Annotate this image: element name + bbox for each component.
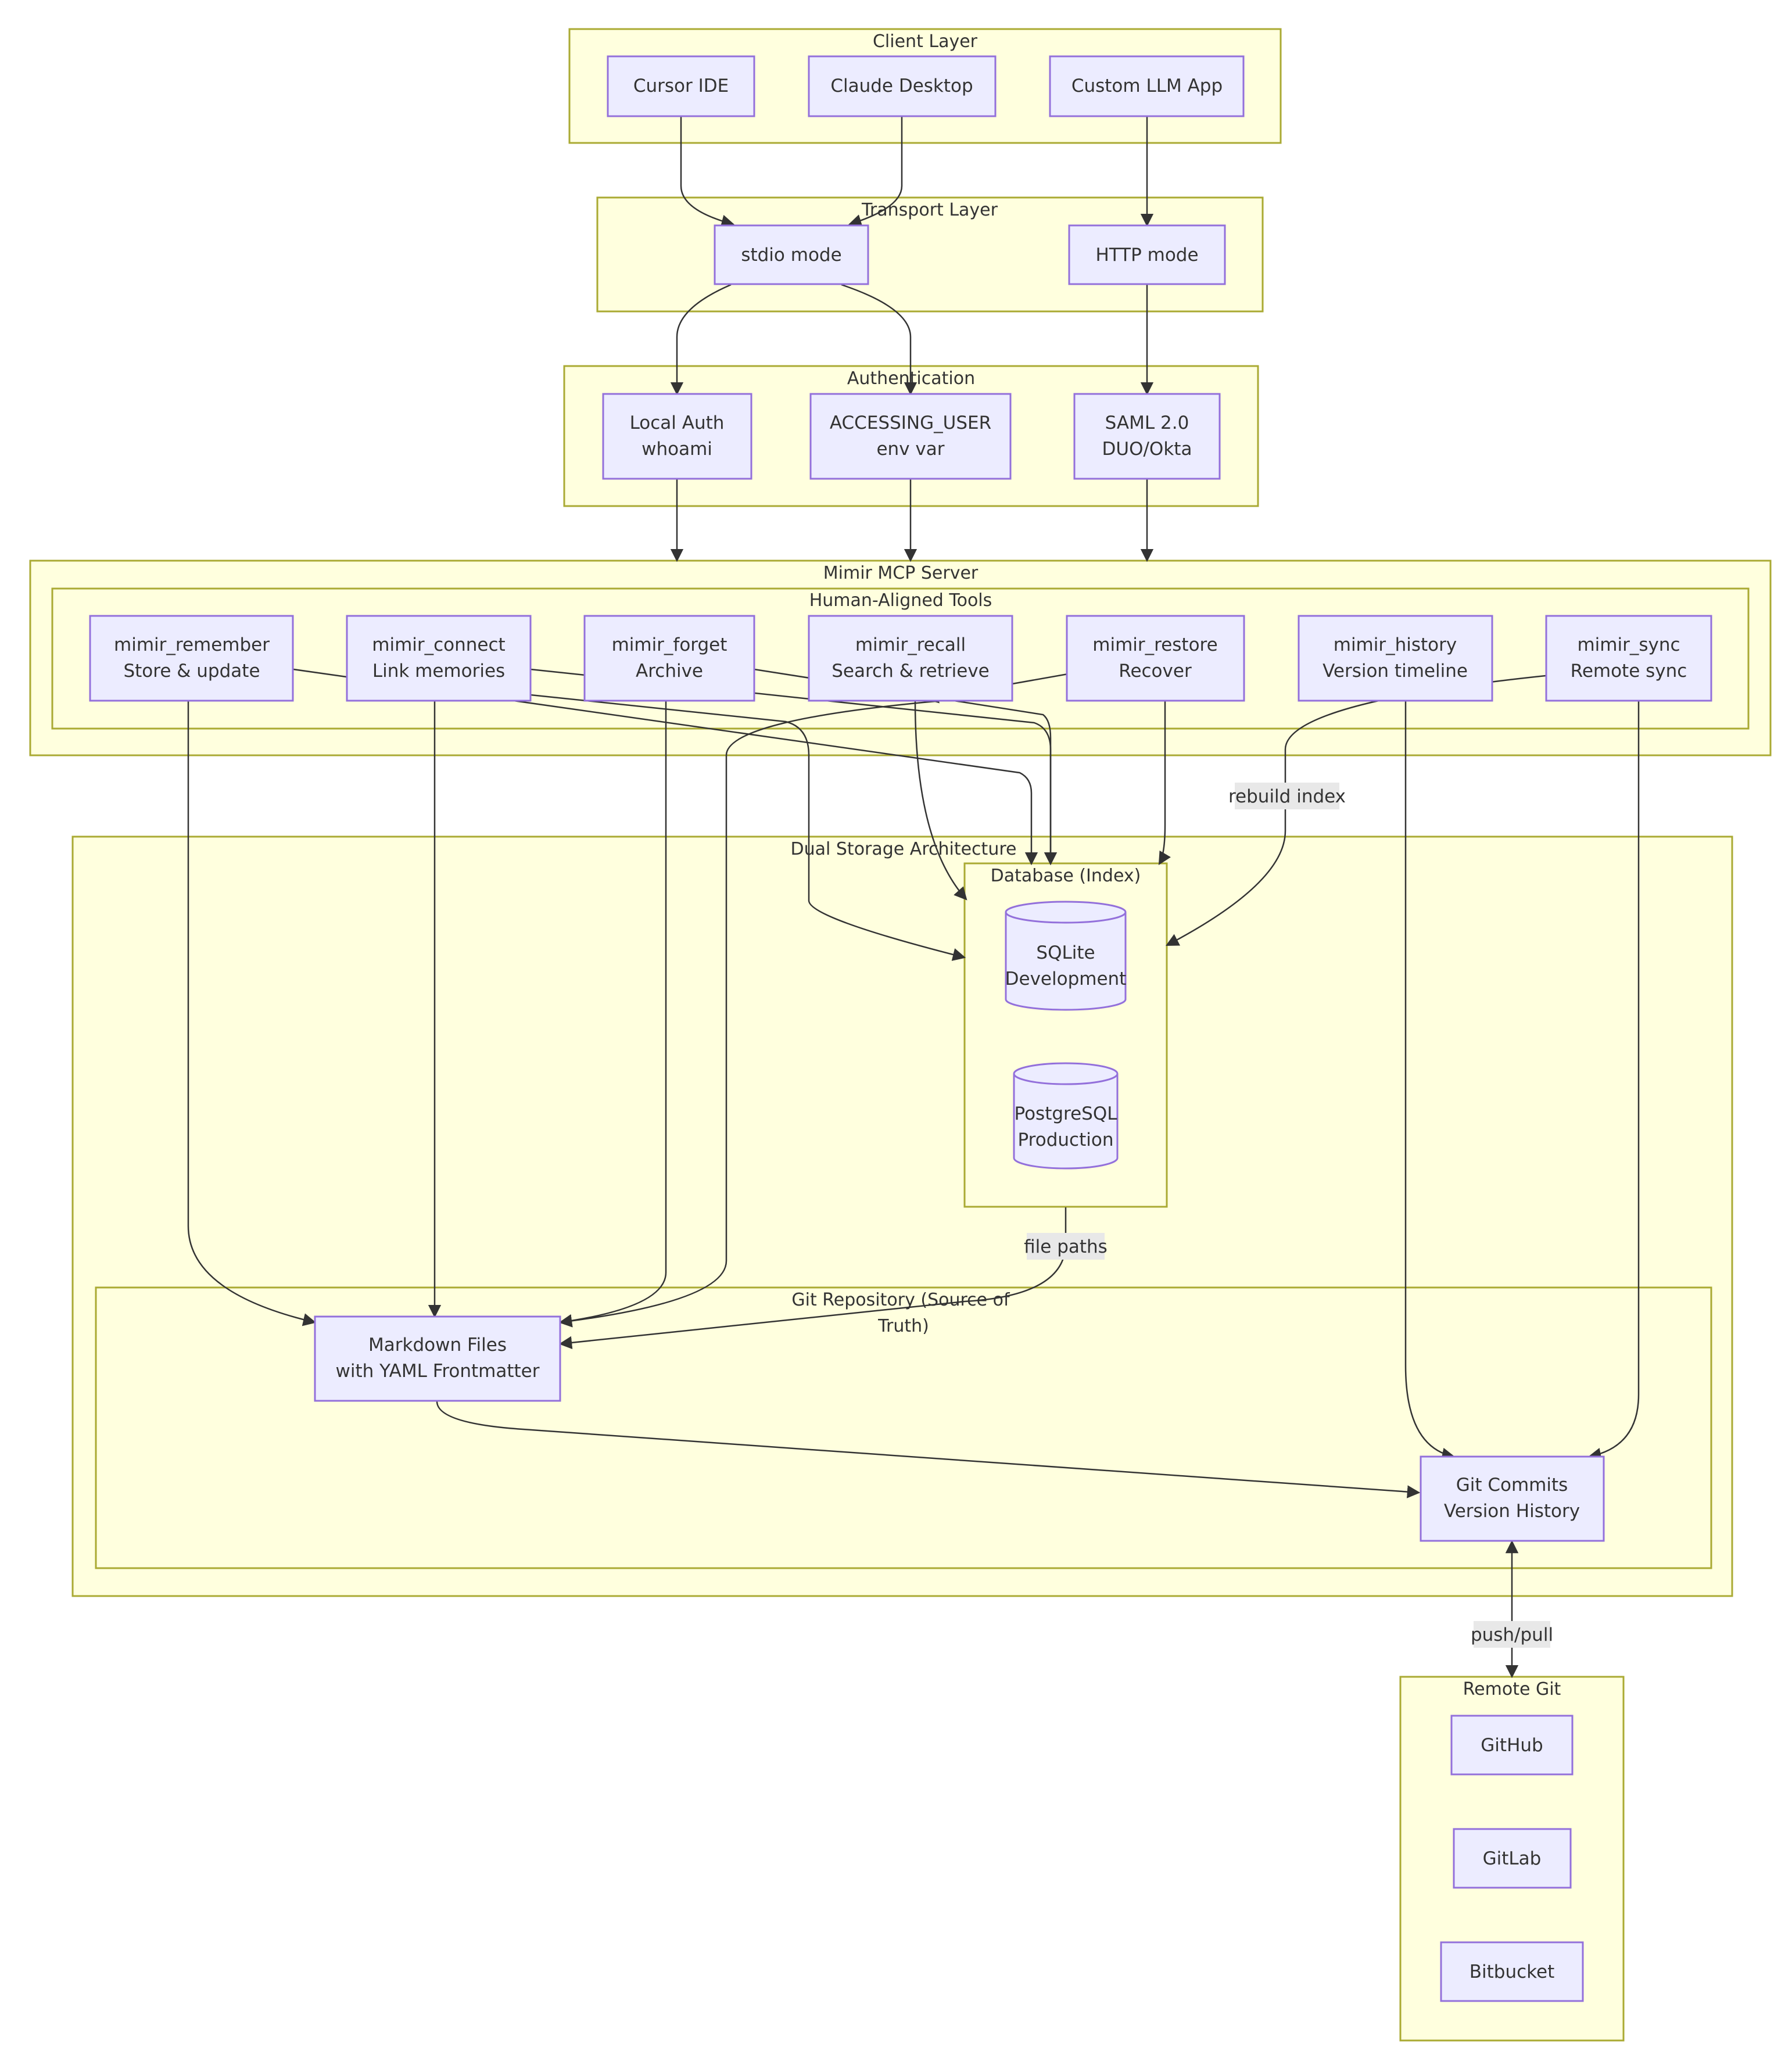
node-stdio-mode[interactable]: stdio mode xyxy=(714,224,869,285)
node-markdown-files-line1: Markdown Files xyxy=(368,1335,507,1355)
edge-label-file-paths: file paths xyxy=(1024,1233,1108,1260)
node-postgresql-line1: PostgreSQL xyxy=(1014,1103,1117,1124)
node-mimir-recall-line1: mimir_recall xyxy=(855,634,966,655)
edge-stdio-localauth xyxy=(670,284,732,396)
node-sqlite-line2: Development xyxy=(1005,969,1127,989)
node-saml-line2: DUO/Okta xyxy=(1102,439,1192,460)
node-mimir-history[interactable]: mimir_history Version timeline xyxy=(1298,615,1493,702)
edge-claude-stdio xyxy=(848,117,903,227)
edge-label-push-pull-text: push/pull xyxy=(1471,1625,1553,1645)
cluster-title-git-repository-line1: Git Repository (Source of xyxy=(791,1290,1010,1310)
node-mimir-history-line2: Version timeline xyxy=(1323,661,1468,682)
edge-cursor-stdio xyxy=(680,117,735,228)
node-sqlite-line1: SQLite xyxy=(1036,942,1095,963)
node-mimir-recall[interactable]: mimir_recall Search & retrieve xyxy=(808,615,1013,702)
node-accessing-user-line2: env var xyxy=(876,439,944,460)
node-mimir-sync-line1: mimir_sync xyxy=(1577,634,1680,655)
edge-label-push-pull: push/pull xyxy=(1471,1621,1553,1648)
node-mimir-forget-line2: Archive xyxy=(636,661,703,682)
node-http-mode[interactable]: HTTP mode xyxy=(1068,224,1226,285)
edge-remember-database xyxy=(293,668,1038,866)
node-mimir-connect-line1: mimir_connect xyxy=(372,634,505,655)
node-github[interactable]: GitHub xyxy=(1450,1715,1574,1776)
edge-label-rebuild-index-text: rebuild index xyxy=(1228,786,1346,807)
node-custom-llm-app-label: Custom LLM App xyxy=(1071,76,1223,96)
node-mimir-restore[interactable]: mimir_restore Recover xyxy=(1066,615,1245,702)
cluster-title-database: Database (Index) xyxy=(991,866,1141,886)
node-mimir-restore-line1: mimir_restore xyxy=(1092,634,1217,655)
edge-recall-database xyxy=(914,701,967,901)
node-mimir-sync[interactable]: mimir_sync Remote sync xyxy=(1545,615,1712,702)
node-mimir-restore-line2: Recover xyxy=(1119,661,1192,682)
edge-forget-database xyxy=(754,668,1058,866)
node-postgresql-line2: Production xyxy=(1018,1129,1114,1150)
edge-label-file-paths-text: file paths xyxy=(1024,1236,1108,1257)
edges xyxy=(187,117,1640,1679)
node-cursor-ide[interactable]: Cursor IDE xyxy=(607,55,755,117)
node-markdown-files-line2: with YAML Frontmatter xyxy=(336,1361,540,1382)
node-accessing-user[interactable]: ACCESSING_USER env var xyxy=(809,393,1012,480)
node-git-commits[interactable]: Git Commits Version History xyxy=(1420,1455,1605,1542)
cluster-title-tools: Human-Aligned Tools xyxy=(809,590,992,611)
cluster-title-mcp-server: Mimir MCP Server xyxy=(823,563,979,583)
edge-sync-commits xyxy=(1587,701,1640,1461)
node-gitlab[interactable]: GitLab xyxy=(1453,1828,1572,1889)
node-mimir-remember-line1: mimir_remember xyxy=(114,634,270,655)
node-mimir-recall-line2: Search & retrieve xyxy=(832,661,990,682)
edge-forget-markdown xyxy=(558,701,667,1328)
node-postgresql[interactable]: PostgreSQL Production xyxy=(1013,1062,1119,1170)
cluster-title-git-repository-line2: Truth) xyxy=(877,1316,929,1336)
edge-remember-markdown xyxy=(187,701,317,1326)
node-mimir-connect[interactable]: mimir_connect Link memories xyxy=(346,615,532,702)
cluster-title-transport-layer: Transport Layer xyxy=(861,200,998,220)
node-accessing-user-line1: ACCESSING_USER xyxy=(830,413,991,433)
node-sqlite[interactable]: SQLite Development xyxy=(1005,901,1127,1011)
node-cursor-ide-label: Cursor IDE xyxy=(633,76,729,96)
node-claude-desktop[interactable]: Claude Desktop xyxy=(808,55,997,117)
cluster-title-remote-git: Remote Git xyxy=(1463,1679,1561,1699)
node-http-mode-label: HTTP mode xyxy=(1095,245,1198,266)
node-gitlab-label: GitLab xyxy=(1483,1848,1542,1869)
edge-restore-database xyxy=(1158,701,1171,865)
node-local-auth-line1: Local Auth xyxy=(630,413,725,433)
node-saml[interactable]: SAML 2.0 DUO/Okta xyxy=(1073,393,1221,480)
node-saml-line1: SAML 2.0 xyxy=(1105,413,1189,433)
node-stdio-mode-label: stdio mode xyxy=(741,245,841,266)
node-bitbucket-label: Bitbucket xyxy=(1470,1961,1554,1982)
node-mimir-forget-line1: mimir_forget xyxy=(612,634,727,655)
edge-recall-markdown xyxy=(558,700,936,1328)
node-git-commits-line2: Version History xyxy=(1444,1501,1580,1522)
node-local-auth-line2: whoami xyxy=(641,439,712,460)
node-markdown-files[interactable]: Markdown Files with YAML Frontmatter xyxy=(314,1315,561,1402)
edge-label-rebuild-index: rebuild index xyxy=(1228,783,1346,809)
edge-connect-sqlite xyxy=(530,694,966,961)
node-mimir-history-line1: mimir_history xyxy=(1334,634,1457,655)
node-mimir-forget[interactable]: mimir_forget Archive xyxy=(583,615,755,702)
node-local-auth[interactable]: Local Auth whoami xyxy=(602,393,752,480)
cluster-title-storage: Dual Storage Architecture xyxy=(791,839,1017,859)
cluster-title-client-layer: Client Layer xyxy=(873,31,978,52)
node-mimir-connect-line2: Link memories xyxy=(372,661,505,682)
edge-markdown-commits xyxy=(436,1401,1421,1498)
node-mimir-remember[interactable]: mimir_remember Store & update xyxy=(89,615,294,702)
node-bitbucket[interactable]: Bitbucket xyxy=(1440,1941,1584,2002)
node-github-label: GitHub xyxy=(1481,1735,1543,1756)
edge-history-commits xyxy=(1404,701,1456,1461)
node-mimir-remember-line2: Store & update xyxy=(123,661,260,682)
node-claude-desktop-label: Claude Desktop xyxy=(830,76,973,96)
node-git-commits-line1: Git Commits xyxy=(1456,1475,1568,1496)
node-mimir-sync-line2: Remote sync xyxy=(1571,661,1687,682)
edge-stdio-accessing xyxy=(841,284,917,396)
node-custom-llm-app[interactable]: Custom LLM App xyxy=(1049,55,1245,117)
